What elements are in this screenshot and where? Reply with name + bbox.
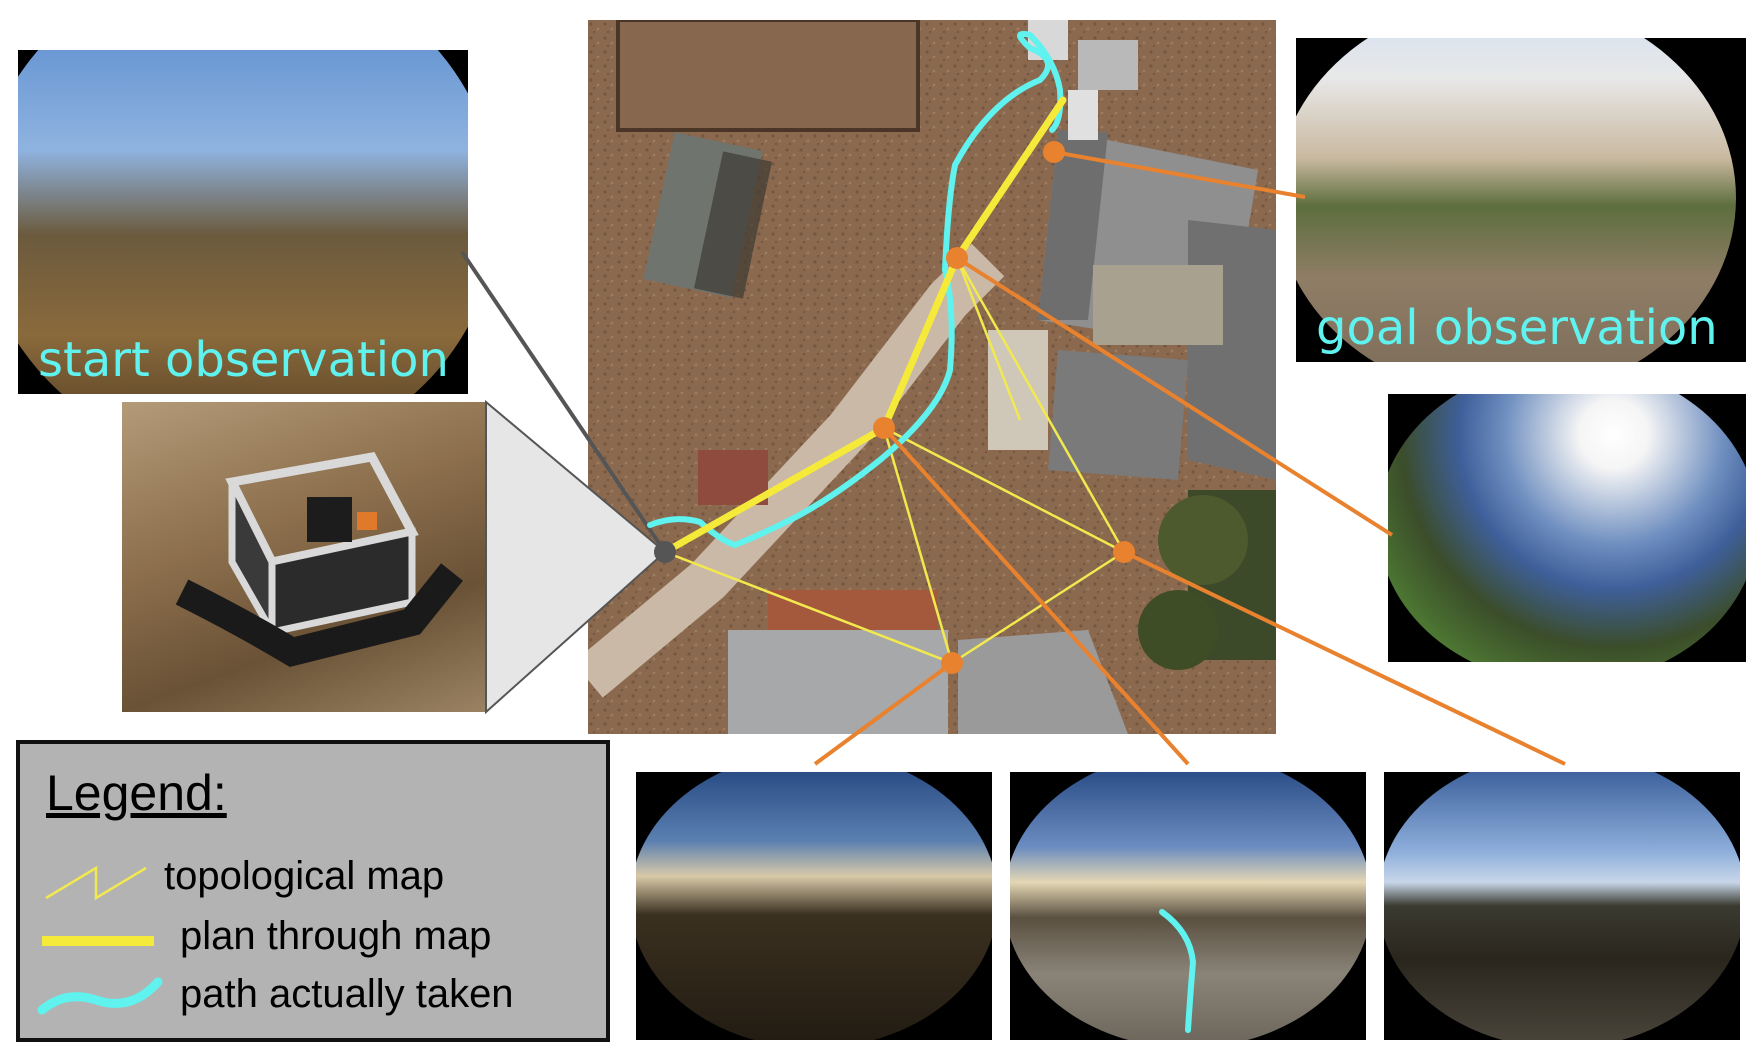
- graph-node: [873, 417, 895, 439]
- start-fisheye-view: [18, 50, 468, 394]
- graph-node: [1113, 541, 1135, 563]
- node-observation-image-4: [1388, 394, 1746, 662]
- start-connector: [460, 250, 667, 554]
- start-node: [654, 541, 676, 563]
- node-1-fisheye-view: [636, 772, 992, 1040]
- aerial-map: [588, 20, 1276, 734]
- node-4-fisheye-view: [1388, 394, 1746, 662]
- topological-map-edges: [664, 257, 1126, 665]
- node-observation-image-3: [1384, 772, 1740, 1040]
- observation-connectors: [813, 150, 1566, 766]
- start-observation-caption: start observation: [38, 332, 449, 388]
- node-2-path-overlay: [1159, 909, 1197, 1033]
- legend-label-path-actually-taken: path actually taken: [180, 972, 514, 1016]
- goal-node: [1043, 141, 1065, 163]
- node-3-fisheye-view: [1384, 772, 1740, 1040]
- path-actually-taken: [647, 30, 1064, 548]
- robot-photo: [122, 402, 486, 712]
- legend-title: Legend:: [46, 765, 227, 821]
- graph-node: [946, 247, 968, 269]
- topological-map-swatch: [45, 865, 147, 901]
- graph-nodes: [654, 141, 1135, 674]
- plan-through-map-swatch: [42, 936, 154, 946]
- legend-label-topological-map: topological map: [164, 854, 445, 898]
- legend-label-plan-through-map: plan through map: [180, 914, 492, 958]
- magnifier-wedge: [485, 399, 667, 715]
- goal-observation-caption: goal observation: [1316, 300, 1718, 356]
- goal-observation-image: goal observation: [1296, 38, 1746, 362]
- aerial-map-terrain: [588, 20, 1276, 734]
- node-observation-image-2: [1010, 772, 1366, 1040]
- path-actually-taken-swatch: [37, 977, 163, 1015]
- plan-through-map: [661, 96, 1067, 556]
- robot-sketch: [175, 451, 463, 667]
- legend: Legend: topological map plan through map…: [16, 740, 610, 1042]
- graph-node: [941, 652, 963, 674]
- goal-fisheye-view: [1296, 38, 1736, 362]
- start-observation-image: start observation: [18, 50, 468, 394]
- node-observation-image-1: [636, 772, 992, 1040]
